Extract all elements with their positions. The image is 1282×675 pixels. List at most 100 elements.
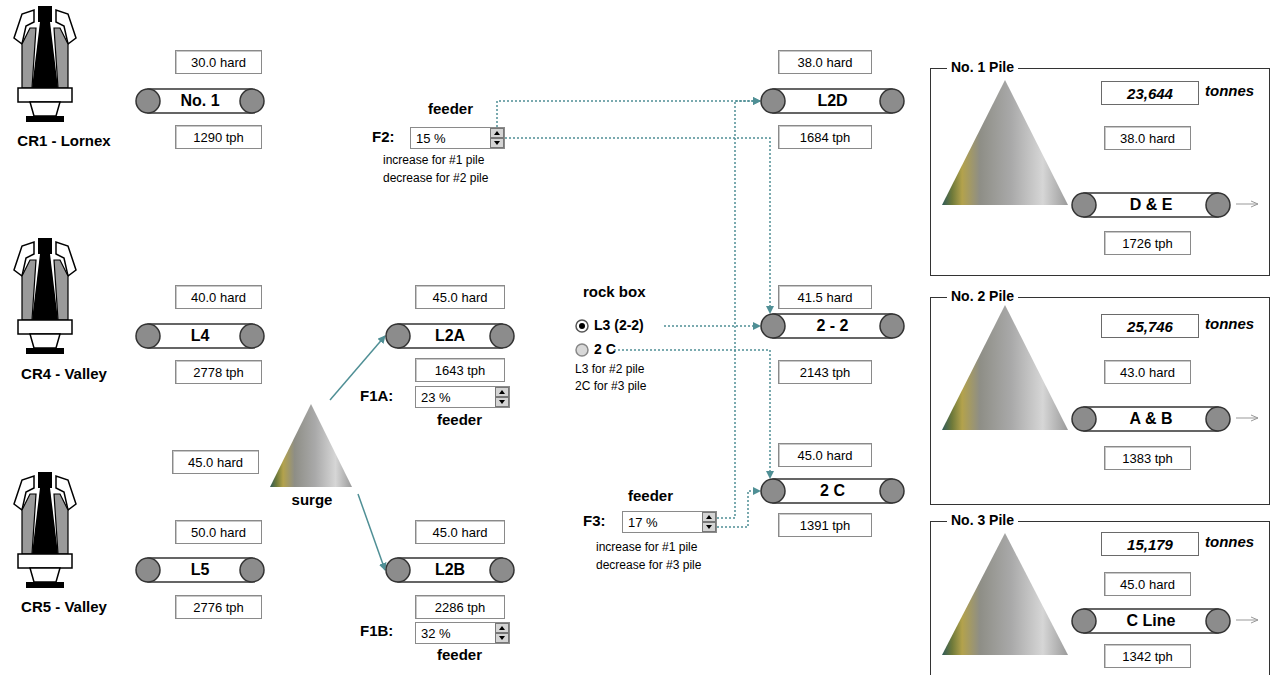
value-box: 40.0 hard xyxy=(175,285,262,309)
outflow-arrow xyxy=(1236,620,1258,621)
value-box: 2286 tph xyxy=(415,595,505,619)
node-text: 15,179 xyxy=(1127,536,1173,553)
node-text: 1643 tph xyxy=(435,363,486,378)
conveyor: L5 xyxy=(135,557,265,583)
node-text: 2 - 2 xyxy=(816,317,848,335)
value-box: 1342 tph xyxy=(1104,644,1191,668)
annotation-label: 2 C xyxy=(594,341,616,357)
value-box: 2143 tph xyxy=(778,360,872,384)
conveyor: No. 1 xyxy=(135,88,265,114)
node-text: 2 C xyxy=(820,482,845,500)
value-box: 45.0 hard xyxy=(415,520,505,544)
value-box: 2776 tph xyxy=(175,595,262,619)
annotation-label: rock box xyxy=(583,283,646,300)
value-box: 1643 tph xyxy=(415,358,505,382)
node-text: 32 % xyxy=(421,626,451,641)
crusher-label: CR4 - Valley xyxy=(5,361,123,385)
feeder-input: 17 % xyxy=(622,511,717,533)
conveyor: A & B xyxy=(1071,406,1231,432)
node-text: 40.0 hard xyxy=(191,290,246,305)
node-text: 23,644 xyxy=(1127,85,1173,102)
crusher-icon xyxy=(14,6,76,122)
conveyor: L2D xyxy=(760,88,905,114)
value-box: 1391 tph xyxy=(778,513,872,537)
annotation-label: F1B: xyxy=(360,622,393,639)
node-text: 45.0 hard xyxy=(798,448,853,463)
value-box: 1684 tph xyxy=(778,125,872,149)
value-box: 1726 tph xyxy=(1104,231,1191,255)
radio-dot xyxy=(579,323,585,329)
annotation-label: decrease for #3 pile xyxy=(596,558,701,572)
annotation-label: feeder xyxy=(628,487,673,504)
annotation-label: decrease for #2 pile xyxy=(383,171,488,185)
flow-connector xyxy=(505,138,770,313)
node-text: 45.0 hard xyxy=(433,525,488,540)
spinner-buttons xyxy=(495,387,509,407)
flow-connector xyxy=(358,494,385,570)
node-text: CR1 - Lornex xyxy=(17,132,110,149)
node-text: CR5 - Valley xyxy=(21,598,107,615)
node-text: 2286 tph xyxy=(435,600,486,615)
spinner-buttons xyxy=(495,623,509,643)
value-box: 1383 tph xyxy=(1104,446,1191,470)
node-text: No. 1 xyxy=(180,92,219,110)
flow-connector xyxy=(717,491,760,527)
value-box: 45.0 hard xyxy=(778,443,872,467)
spinner-buttons xyxy=(490,128,504,148)
node-text: 45.0 hard xyxy=(433,290,488,305)
node-text: L2B xyxy=(435,561,465,579)
node-text: 45.0 hard xyxy=(1120,577,1175,592)
node-text: 1726 tph xyxy=(1122,236,1173,251)
value-box: 30.0 hard xyxy=(175,50,262,74)
value-box: 38.0 hard xyxy=(1104,126,1191,150)
conveyor: D & E xyxy=(1071,192,1231,218)
node-text: 2778 tph xyxy=(193,365,244,380)
node-text: 38.0 hard xyxy=(798,55,853,70)
stockpile-cone xyxy=(942,305,1068,430)
crusher-label: CR1 - Lornex xyxy=(5,128,123,152)
feeder-input: 15 % xyxy=(410,127,505,149)
node-text: 1342 tph xyxy=(1122,649,1173,664)
crusher-icon xyxy=(14,472,76,588)
panel-title: No. 2 Pile xyxy=(947,288,1018,304)
value-box: 2778 tph xyxy=(175,360,262,384)
radio-button xyxy=(576,344,588,356)
annotation-label: 2C for #3 pile xyxy=(575,379,646,393)
value-box: 50.0 hard xyxy=(175,520,262,544)
node-text: 23 % xyxy=(421,390,451,405)
surge-pile xyxy=(270,404,352,487)
flow-connector xyxy=(497,101,760,127)
conveyor: 2 C xyxy=(760,478,905,504)
node-text: 2776 tph xyxy=(193,600,244,615)
tonnage-box: 23,644 xyxy=(1101,81,1199,105)
annotation-label: increase for #1 pile xyxy=(383,153,484,167)
node-text: 17 % xyxy=(628,515,658,530)
feeder-input: 32 % xyxy=(415,622,510,644)
node-text: 45.0 hard xyxy=(188,455,243,470)
annotation-label: tonnes xyxy=(1205,82,1254,99)
panel-title: No. 1 Pile xyxy=(947,59,1018,75)
node-text: 41.5 hard xyxy=(798,290,853,305)
annotation-label: F3: xyxy=(583,512,606,529)
conveyor: L4 xyxy=(135,323,265,349)
node-text: L5 xyxy=(191,561,210,579)
value-box: 1290 tph xyxy=(175,125,262,149)
feeder-input: 23 % xyxy=(415,386,510,408)
rock-box-line xyxy=(664,325,760,327)
node-text: 2143 tph xyxy=(800,365,851,380)
value-box: 45.0 hard xyxy=(1104,572,1191,596)
annotation-label: tonnes xyxy=(1205,533,1254,550)
annotation-label: tonnes xyxy=(1205,315,1254,332)
crusher-icon xyxy=(14,238,76,354)
node-text: 38.0 hard xyxy=(1120,131,1175,146)
outflow-arrow xyxy=(1236,418,1258,419)
tonnage-box: 25,746 xyxy=(1101,314,1199,338)
value-box: 38.0 hard xyxy=(778,50,872,74)
node-text: D & E xyxy=(1130,196,1173,214)
stockpile-cone xyxy=(942,80,1068,205)
annotation-label: L3 (2-2) xyxy=(594,317,644,333)
node-text: 43.0 hard xyxy=(1120,365,1175,380)
panel-title: No. 3 Pile xyxy=(947,512,1018,528)
node-text: C Line xyxy=(1127,612,1176,630)
annotation-label: F1A: xyxy=(360,387,393,404)
